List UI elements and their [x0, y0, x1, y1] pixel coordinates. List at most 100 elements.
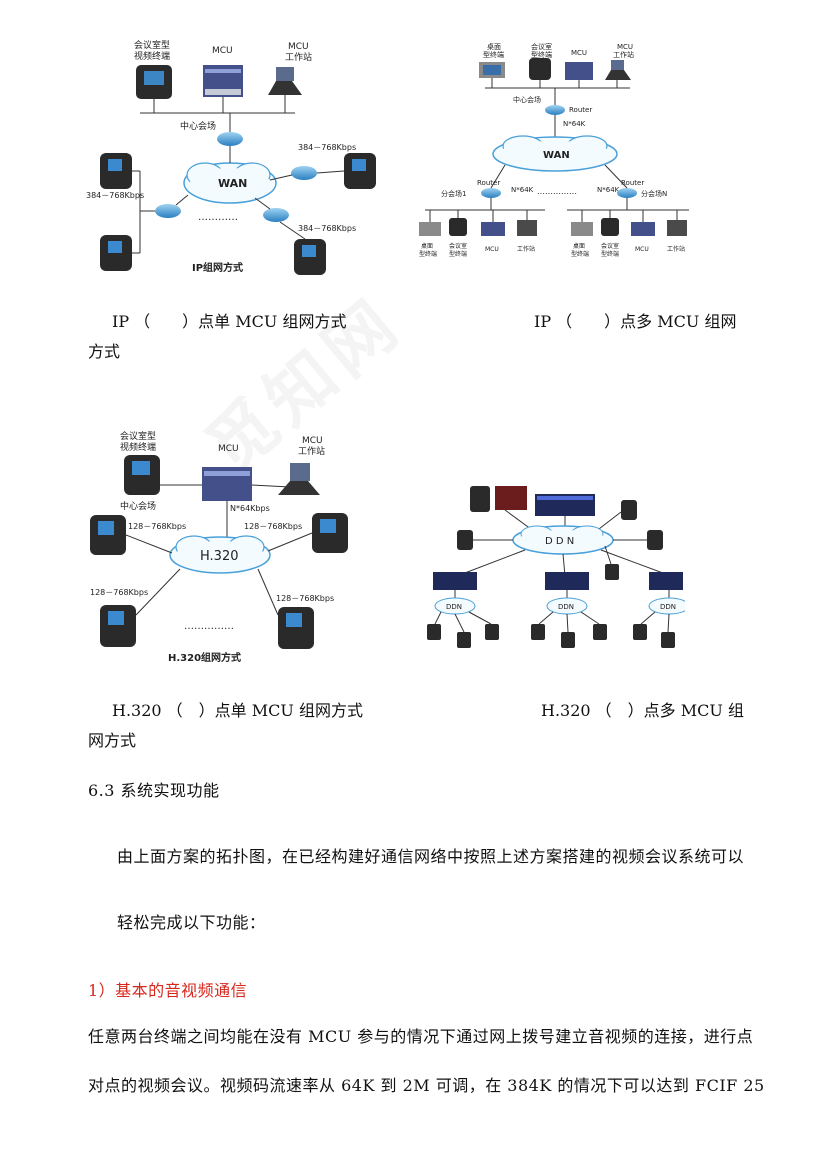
- rate-label: 128－768Kbps: [90, 588, 148, 597]
- router-icon: [155, 204, 181, 218]
- router-icon: [617, 188, 637, 198]
- ddn-label: DDN: [660, 603, 676, 611]
- device-label: 型终端: [449, 250, 467, 258]
- mcu-label: MCU: [571, 49, 587, 57]
- caption-h320-multi: H.320 （ ）点多 MCU 组: [541, 701, 744, 720]
- room-label: 视频终端: [120, 441, 156, 453]
- router-label: Router: [569, 106, 592, 114]
- ddn-label: D D N: [545, 536, 574, 547]
- room-terminal-label: 会议室型: [134, 39, 170, 51]
- rate-label: 128－768Kbps: [244, 522, 302, 531]
- terminal-icon: [100, 153, 132, 189]
- h320-cloud: [169, 535, 271, 574]
- router-label: Router: [477, 179, 500, 187]
- center-site-label: 中心会场: [180, 120, 216, 132]
- workstation-icon: [517, 220, 537, 236]
- caption-h320-single: H.320 （ ）点单 MCU 组网方式: [112, 701, 363, 720]
- branch-label: 分会场1: [441, 189, 466, 198]
- wan-cloud: [183, 162, 277, 204]
- center-label: 中心会场: [120, 500, 156, 512]
- room-terminal-icon: [449, 218, 467, 236]
- router-icon: [545, 105, 565, 115]
- paragraph-line: 由上面方案的拓扑图，在已经构建好通信网络中按照上述方案搭建的视频会议系统可以: [117, 847, 745, 866]
- rate-label: 384－768Kbps: [86, 191, 144, 200]
- desktop-label: 桌面: [487, 42, 501, 51]
- bandwidth-label: N*64Kbps: [230, 504, 270, 513]
- device-label: 桌面: [573, 242, 585, 250]
- ws-label: MCU: [302, 436, 323, 446]
- caption-ip-multi: IP （ ）点多 MCU 组网: [534, 312, 737, 331]
- terminal-icon: [531, 624, 545, 640]
- device-label: 会议室: [601, 242, 619, 250]
- device-label: MCU: [635, 246, 649, 253]
- terminal-icon: [561, 632, 575, 648]
- router-icon: [263, 208, 289, 222]
- terminal-icon: [605, 564, 619, 580]
- router-icon: [481, 188, 501, 198]
- laptop-icon: [605, 70, 631, 80]
- more-dots: …………: [198, 212, 238, 223]
- diagram-ip-single-mcu: 会议室型 视频终端 MCU MCU 工作站 中心会场 WAN 384－768Kb…: [80, 35, 380, 280]
- caption-h320-multi-cont: 网方式: [88, 731, 137, 750]
- ws-label: 工作站: [298, 445, 325, 457]
- list-item-heading: 1）基本的音视频通信: [88, 981, 248, 1000]
- ddn-label: DDN: [446, 603, 462, 611]
- laptop-icon: [278, 481, 320, 495]
- mcu-icon: [649, 572, 683, 590]
- wan-label: WAN: [543, 150, 570, 161]
- terminal-icon: [647, 530, 663, 550]
- device-label: 会议室: [449, 242, 467, 250]
- mcu-icon: [631, 222, 655, 236]
- diagram-h320-single-mcu: 会议室型 视频终端 MCU MCU 工作站 中心会场 N*64Kbps H.32…: [80, 425, 380, 670]
- workstation-label: 工作站: [285, 51, 312, 63]
- ws-label: MCU: [617, 43, 633, 51]
- room-terminal-icon: [529, 58, 551, 80]
- wan-label: WAN: [218, 177, 247, 190]
- ws-label: 工作站: [613, 50, 634, 59]
- terminal-icon: [90, 515, 126, 555]
- terminal-icon: [633, 624, 647, 640]
- terminal-icon: [278, 607, 314, 649]
- rate-label: 128－768Kbps: [276, 594, 334, 603]
- ddn-label: DDN: [558, 603, 574, 611]
- paragraph-line: 对点的视频会议。视频码流速率从 64K 到 2M 可调，在 384K 的情况下可…: [88, 1076, 765, 1095]
- terminal-icon: [457, 530, 473, 550]
- center-label: 中心会场: [513, 95, 541, 104]
- device-label: 型终端: [601, 250, 619, 258]
- device-label: 工作站: [517, 245, 535, 253]
- display-icon: [495, 486, 527, 510]
- terminal-icon: [427, 624, 441, 640]
- terminal-icon: [621, 500, 637, 520]
- terminal-icon: [457, 632, 471, 648]
- diagram-title: H.320组网方式: [168, 651, 241, 664]
- mcu-label: MCU: [218, 444, 239, 454]
- mcu-icon: [481, 222, 505, 236]
- bandwidth-label: N*64K: [563, 120, 586, 128]
- terminal-icon: [661, 632, 675, 648]
- desktop-label: 型终端: [483, 50, 504, 59]
- device-label: MCU: [485, 246, 499, 253]
- workstation-icon: [667, 220, 687, 236]
- desktop-terminal-icon: [571, 222, 593, 236]
- terminal-icon: [344, 153, 376, 189]
- device-label: 工作站: [667, 245, 685, 253]
- mcu-icon: [433, 572, 477, 590]
- mcu-icon: [565, 62, 593, 80]
- router-icon: [217, 132, 243, 146]
- workstation-label: MCU: [288, 42, 309, 52]
- room-terminal-icon: [470, 486, 490, 512]
- room-terminal-icon: [601, 218, 619, 236]
- branch-label: 分会场N: [641, 189, 667, 198]
- room-label: 型终端: [531, 50, 552, 59]
- more-dots: ……………: [184, 621, 234, 632]
- router-label: Router: [621, 179, 644, 187]
- rate-label: 384－768Kbps: [298, 143, 356, 152]
- room-label: 会议室: [531, 42, 552, 51]
- wan-cloud: [492, 135, 618, 172]
- caption-ip-single: IP （ ）点单 MCU 组网方式: [112, 312, 347, 331]
- paragraph-line: 任意两台终端之间均能在没有 MCU 参与的情况下通过网上拨号建立音视频的连接，进…: [88, 1027, 754, 1046]
- diagram-title: IP组网方式: [192, 261, 243, 274]
- section-heading: 6.3 系统实现功能: [88, 781, 220, 800]
- paragraph-line: 轻松完成以下功能：: [117, 913, 266, 932]
- room-label: 会议室型: [120, 430, 156, 442]
